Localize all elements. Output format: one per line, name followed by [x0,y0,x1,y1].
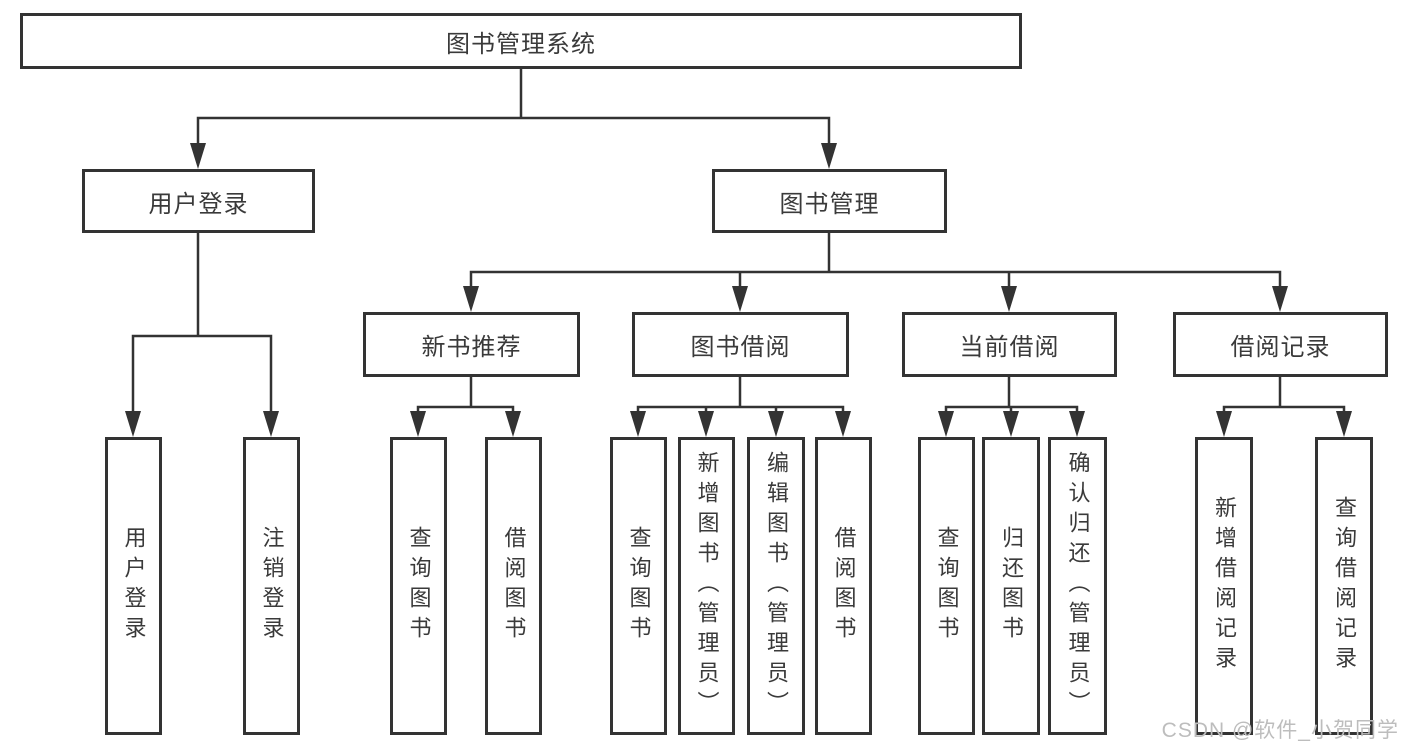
node-label: 注销登录 [259,526,285,646]
node-label: 当前借阅 [959,334,1060,361]
node-label: 借阅图书 [831,526,857,646]
node-label: 用户登录 [121,526,147,646]
leaf-return-books: 归还图书 [982,437,1040,735]
node-label: 借阅图书 [501,526,527,646]
node-label: 图书管理 [779,190,880,218]
leaf-borrow-books: 借阅图书 [815,437,872,735]
node-borrowing-records: 借阅记录 [1173,312,1388,377]
leaf-user-login: 用户登录 [105,437,162,735]
node-label: 用户登录 [148,190,249,218]
node-label: 编辑图书（管理员） [764,451,789,721]
node-root-library-system: 图书管理系统 [20,13,1022,69]
arrowhead-icons [125,143,1352,437]
leaf-edit-books-admin: 编辑图书（管理员） [747,437,805,735]
leaf-logout: 注销登录 [243,437,300,735]
leaf-query-borrow-record: 查询借阅记录 [1315,437,1373,735]
connector-lines [131,67,1346,416]
node-label: 新增借阅记录 [1212,496,1237,676]
node-label: 查询借阅记录 [1332,496,1357,676]
node-label: 查询图书 [626,526,652,646]
leaf-add-books-admin: 新增图书（管理员） [678,437,735,735]
node-label: 借阅记录 [1230,334,1331,361]
node-label: 确认归还（管理员） [1065,451,1091,721]
node-label: 归还图书 [999,526,1024,646]
leaf-borrow-books-recommend: 借阅图书 [485,437,542,735]
node-label: 查询图书 [934,526,960,646]
node-label: 图书管理系统 [446,30,596,58]
node-label: 图书借阅 [690,334,791,361]
node-book-borrowing: 图书借阅 [632,312,849,377]
leaf-query-books-borrowing: 查询图书 [610,437,667,735]
node-label: 查询图书 [406,526,432,646]
watermark: CSDN @软件_小贺同学 [1161,719,1399,742]
node-current-borrowing: 当前借阅 [902,312,1117,377]
leaf-query-books-current: 查询图书 [918,437,975,735]
leaf-add-borrow-record: 新增借阅记录 [1195,437,1253,735]
node-book-management: 图书管理 [712,169,947,233]
node-new-book-recommend: 新书推荐 [363,312,580,377]
node-label: 新增图书（管理员） [694,451,720,721]
node-user-login: 用户登录 [82,169,315,233]
leaf-confirm-return-admin: 确认归还（管理员） [1048,437,1107,735]
leaf-query-books-recommend: 查询图书 [390,437,447,735]
node-label: 新书推荐 [421,334,522,361]
